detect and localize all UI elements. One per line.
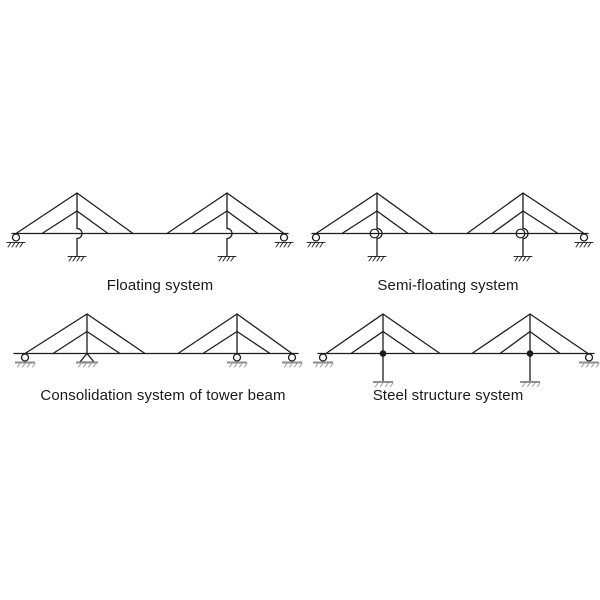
- caption-floating-system: Floating system: [106, 277, 214, 294]
- left-roller-support-icon: [311, 233, 321, 242]
- left-tower-foundation-hatch: [67, 256, 87, 262]
- left-end-ground-hatch: [17, 363, 36, 368]
- left-tower-cables: [24, 313, 146, 355]
- right-tower-cables: [466, 192, 585, 235]
- right-roller-support-icon: [279, 233, 289, 242]
- right-roller-support-icon: [584, 353, 594, 362]
- right-tower-ground-hatch: [229, 363, 248, 368]
- right-tower-foundation-hatch: [522, 382, 541, 387]
- left-roller-support-icon: [11, 233, 21, 242]
- right-end-ground-hatch: [581, 363, 600, 368]
- caption-semi-floating-system: Semi-floating system: [377, 277, 519, 294]
- caption-consolidation-system: Consolidation system of tower beam: [40, 387, 286, 404]
- right-tower-roller-support-icon: [232, 353, 242, 362]
- right-tower-rigid-joint-dot: [526, 350, 534, 357]
- right-end-ground-hatch: [284, 363, 303, 368]
- right-tower-hop-icon: [226, 227, 233, 240]
- left-tower-cables: [325, 313, 441, 355]
- right-abutment-ground-hatch: [574, 242, 594, 248]
- left-tower-cables: [315, 192, 434, 235]
- right-end-roller-support-icon: [287, 353, 297, 362]
- left-roller-support-icon: [318, 353, 328, 362]
- left-tower-hop-icon: [76, 227, 83, 240]
- left-tower-cables: [15, 192, 134, 235]
- left-end-ground-hatch: [315, 363, 334, 368]
- right-tower-cables: [166, 192, 285, 235]
- left-abutment-ground-hatch: [6, 242, 26, 248]
- right-tower-cables: [177, 313, 293, 355]
- right-tower-foundation-hatch: [217, 256, 237, 262]
- left-abutment-ground-hatch: [306, 242, 326, 248]
- left-end-roller-support-icon: [20, 353, 30, 362]
- left-tower-foundation-hatch: [367, 256, 387, 262]
- right-tower-hop-icon: [522, 227, 529, 240]
- left-tower-bearing-icon: [369, 228, 380, 239]
- floating-system-diagram: [6, 192, 294, 262]
- caption-steel-structure-system: Steel structure system: [372, 387, 524, 404]
- left-tower-rigid-joint-dot: [379, 350, 387, 357]
- right-roller-support-icon: [579, 233, 589, 242]
- left-tower-pin-support-icon: [78, 352, 96, 363]
- left-tower-ground-hatch: [78, 363, 97, 368]
- steel-structure-system-diagram: [313, 313, 600, 387]
- right-tower-bearing-icon: [515, 228, 526, 239]
- semi-floating-system-diagram: [306, 192, 594, 262]
- left-tower-hop-icon: [376, 227, 383, 240]
- right-abutment-ground-hatch: [274, 242, 294, 248]
- right-tower-cables: [471, 313, 589, 355]
- left-tower-foundation-hatch: [375, 382, 394, 387]
- right-tower-foundation-hatch: [513, 256, 533, 262]
- consolidation-system-diagram: [13, 313, 303, 368]
